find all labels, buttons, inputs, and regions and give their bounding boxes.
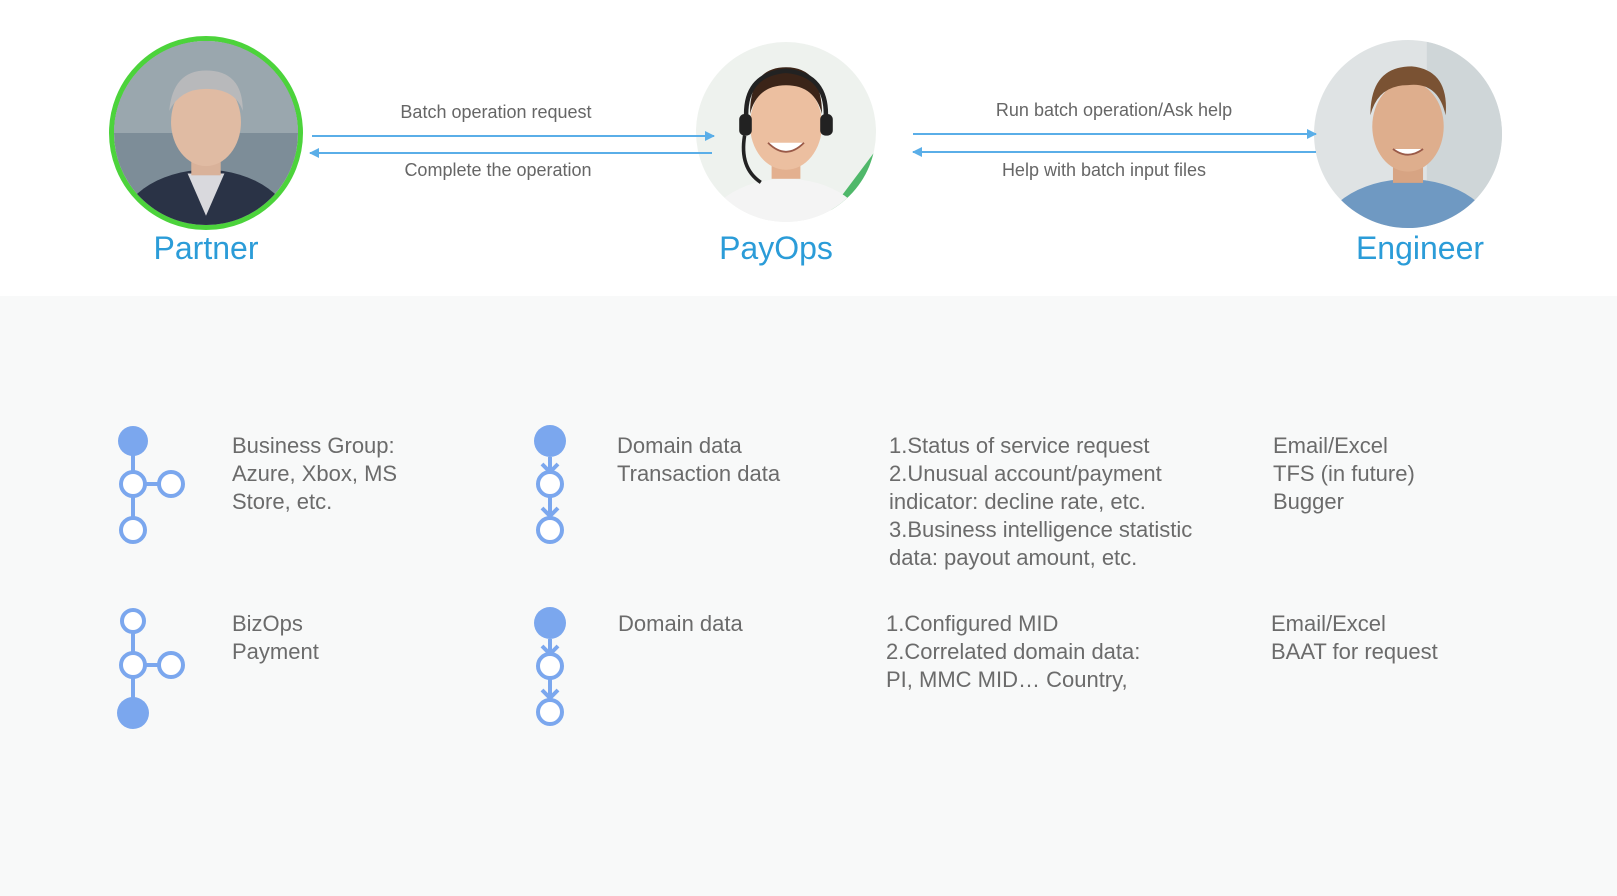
row1-details: 1.Status of service request 2.Unusual ac…	[889, 433, 1193, 570]
git-flow-icon	[534, 425, 566, 544]
row2-business-group: BizOps Payment	[232, 611, 319, 664]
details-section: Business Group: Azure, Xbox, MS Store, e…	[0, 296, 1617, 896]
row1-channels: Email/Excel TFS (in future) Bugger	[1273, 433, 1415, 514]
label-batch-operation-request: Batch operation request	[400, 102, 592, 122]
row1-data-type: Domain data Transaction data	[617, 433, 781, 486]
relationship-arrows	[309, 129, 1317, 158]
git-branch-icon	[118, 426, 185, 544]
row2-channels: Email/Excel BAAT for request	[1271, 611, 1438, 664]
git-branch-icon	[117, 608, 185, 729]
row2-details: 1.Configured MID 2.Correlated domain dat…	[886, 611, 1141, 692]
engineer-label: Engineer	[1355, 230, 1485, 266]
label-complete-the-operation: Complete the operation	[404, 160, 592, 180]
payops-avatar	[696, 42, 876, 222]
label-run-batch-operation: Run batch operation/Ask help	[995, 100, 1233, 120]
row1-business-group: Business Group: Azure, Xbox, MS Store, e…	[232, 433, 398, 514]
label-help-with-batch-input: Help with batch input files	[1001, 160, 1207, 180]
partner-avatar	[109, 36, 303, 230]
partner-label: Partner	[153, 230, 259, 266]
git-flow-icon	[534, 607, 566, 726]
roles-section: Partner PayOps Engineer	[0, 0, 1617, 296]
payops-label: PayOps	[719, 230, 833, 266]
row2-data-type: Domain data	[618, 611, 743, 636]
